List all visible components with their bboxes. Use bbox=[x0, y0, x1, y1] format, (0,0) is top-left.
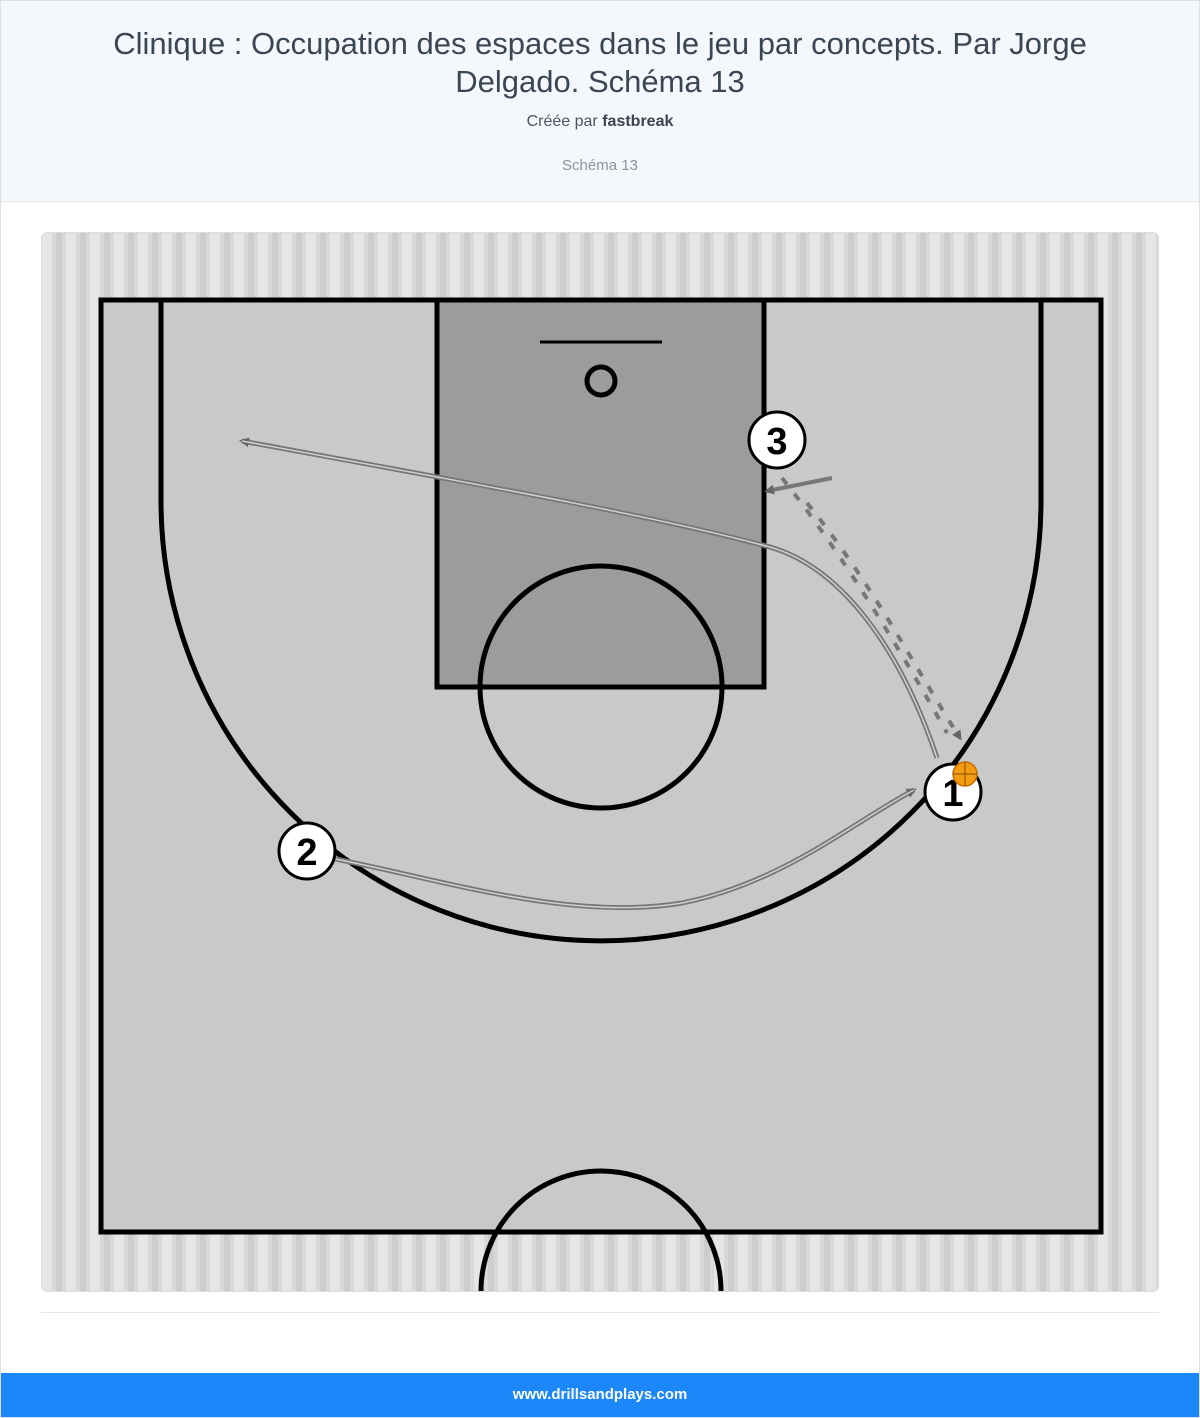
page-header: Clinique : Occupation des espaces dans l… bbox=[1, 1, 1199, 202]
free-throw-circle bbox=[477, 563, 725, 811]
cut-path-player-1-highlight bbox=[241, 440, 938, 759]
pass-path bbox=[805, 501, 962, 741]
movement-lines bbox=[239, 437, 962, 911]
basket-rim bbox=[584, 364, 618, 398]
center-circle bbox=[478, 1168, 724, 1291]
pass-arrow-to-3 bbox=[764, 476, 833, 495]
content-divider bbox=[41, 1312, 1159, 1313]
player-2-number: 2 bbox=[296, 832, 317, 874]
dribble-path-player-3 bbox=[780, 476, 949, 734]
court-lines bbox=[98, 297, 1104, 1291]
author-byline: Créée par fastbreak bbox=[1, 113, 1199, 131]
basketball-icon bbox=[952, 761, 978, 787]
player-3[interactable]: 3 bbox=[747, 410, 807, 470]
paint-area bbox=[437, 300, 764, 687]
footer-site-link[interactable]: www.drillsandplays.com bbox=[512, 1386, 688, 1403]
court-svg: 1 2 3 bbox=[42, 233, 1158, 1291]
player-2[interactable]: 2 bbox=[277, 821, 337, 881]
play-diagram: 1 2 3 bbox=[41, 232, 1159, 1292]
three-point-arc bbox=[158, 500, 1044, 944]
player-3-number: 3 bbox=[766, 421, 787, 463]
diagram-subtitle: Schéma 13 bbox=[562, 157, 638, 174]
page-title: Clinique : Occupation des espaces dans l… bbox=[113, 26, 1087, 99]
cut-path-player-2-highlight bbox=[303, 789, 915, 909]
created-by-label: Créée par bbox=[526, 113, 598, 130]
site-footer: www.drillsandplays.com bbox=[1, 1373, 1199, 1417]
author-link[interactable]: fastbreak bbox=[602, 113, 674, 130]
key-lines bbox=[434, 297, 767, 690]
